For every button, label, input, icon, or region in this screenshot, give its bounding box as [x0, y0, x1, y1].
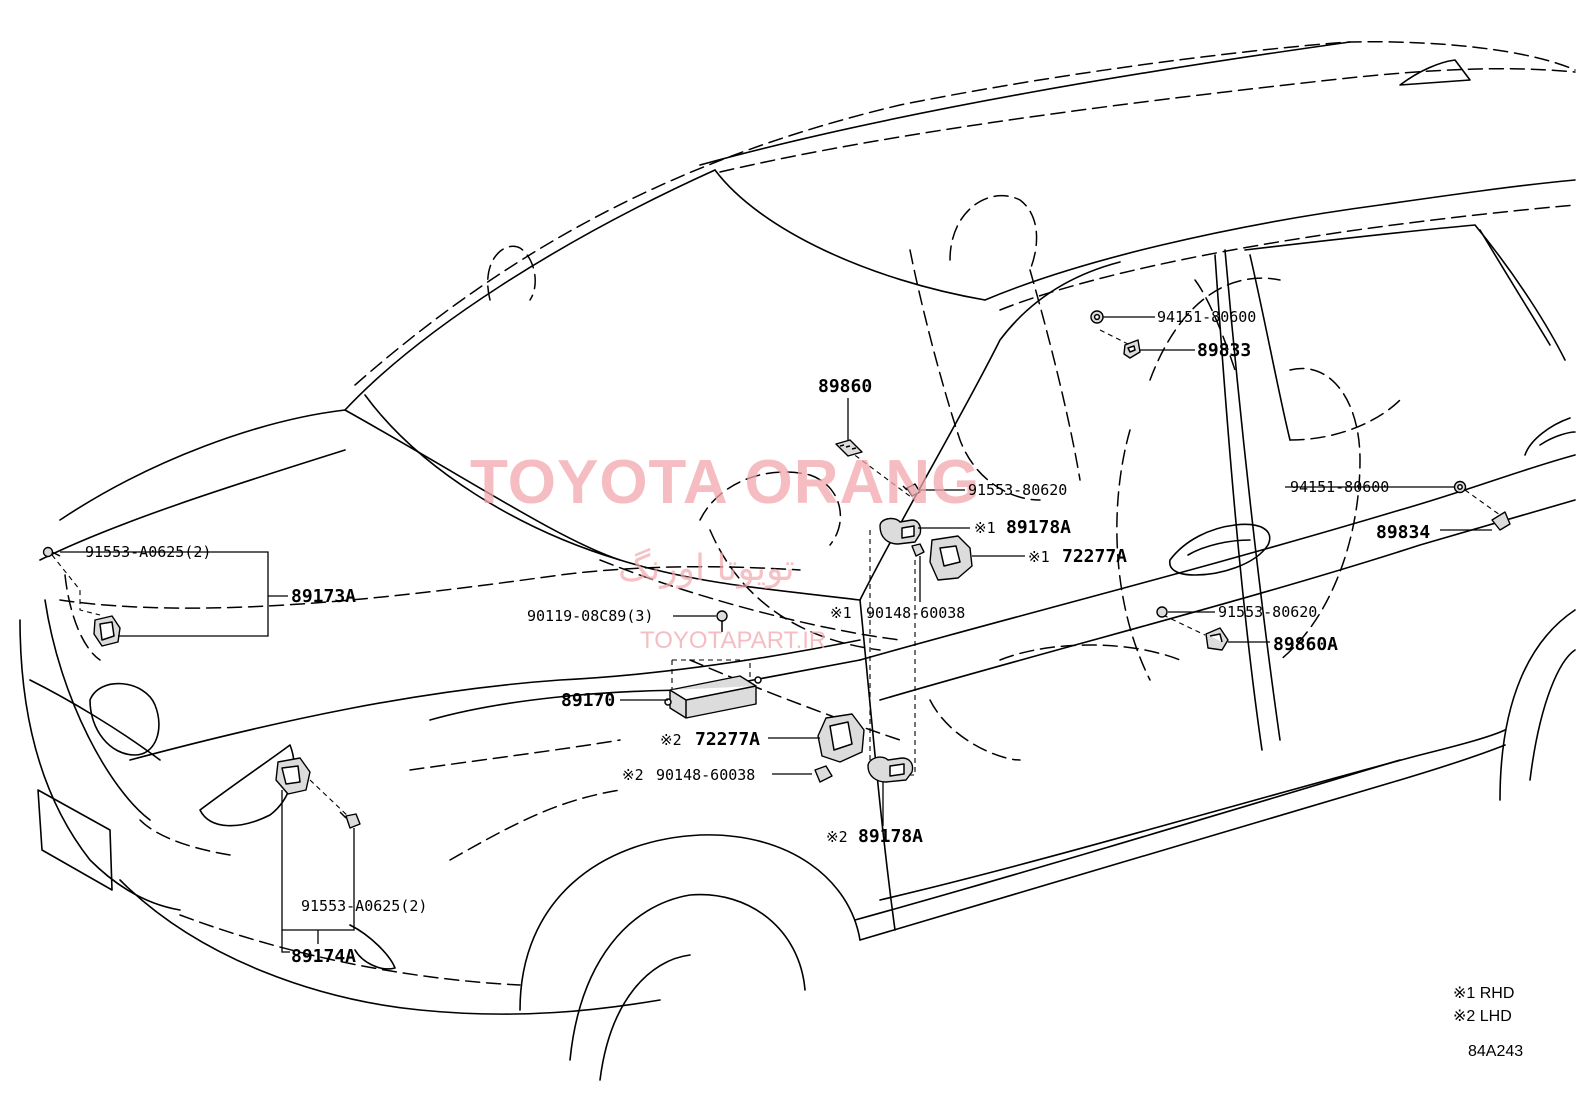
watermark-persian: تویوتا اورنگ	[618, 547, 795, 589]
label-89178a-lhd: 89178A	[858, 826, 923, 847]
bracket-icon	[817, 713, 865, 763]
marker-lhd: ※2	[622, 766, 644, 784]
leader-lines	[60, 316, 1492, 953]
bolt-icon	[902, 483, 921, 497]
marker-rhd: ※1	[974, 519, 996, 537]
label-72277a-lhd: 72277A	[695, 729, 760, 750]
sensor-icon	[1205, 627, 1229, 651]
label-89178a-rhd: 89178A	[1006, 517, 1071, 538]
label-91553-80620-low: 91553-80620	[1218, 603, 1317, 621]
label-91553-80620-top: 91553-80620	[968, 481, 1067, 499]
watermark-site: TOYOTAPART.IR	[640, 627, 826, 654]
marker-rhd: ※1	[1028, 548, 1050, 566]
nut-icon	[1453, 480, 1467, 494]
label-72277a-rhd: 72277A	[1062, 546, 1127, 567]
sensor-icon	[93, 615, 121, 647]
bolt-icon	[911, 543, 925, 557]
label-89834: 89834	[1376, 522, 1430, 543]
label-90148-lhd: 90148-60038	[656, 766, 755, 784]
label-89173a: 89173A	[291, 586, 356, 607]
sensor-icon	[879, 517, 922, 545]
label-94151-right: 94151-80600	[1290, 478, 1389, 496]
sensor-icon	[835, 439, 863, 457]
sensor-icon	[867, 756, 914, 783]
car-outline	[19, 41, 1576, 1081]
ecu-icon	[664, 675, 762, 719]
label-89174a: 89174A	[291, 946, 356, 967]
sensor-icon	[275, 757, 311, 795]
part-icons	[42, 310, 1511, 829]
bracket-icon	[929, 535, 973, 581]
label-89170: 89170	[561, 690, 615, 711]
label-90119: 90119-08C89(3)	[527, 607, 653, 625]
legend: ※1 RHD ※2 LHD 84A243	[1453, 985, 1523, 1060]
label-89833: 89833	[1197, 340, 1251, 361]
marker-lhd: ※2	[660, 731, 682, 749]
label-90148-rhd: 90148-60038	[866, 604, 965, 622]
part-labels: 94151-80600 89833 89860 91553-80620 ※1 8…	[85, 308, 1430, 967]
watermark-brand: TOYOTA ORANG	[470, 448, 980, 517]
bolt-icon	[716, 610, 728, 632]
bolt-icon	[339, 811, 361, 829]
marker-rhd: ※1	[830, 604, 852, 622]
marker-lhd: ※2	[826, 828, 848, 846]
diagram-code: 84A243	[1468, 1043, 1523, 1060]
bolt-icon	[814, 765, 833, 783]
label-89860: 89860	[818, 376, 872, 397]
nut-icon	[1090, 310, 1104, 324]
legend-lhd: ※2 LHD	[1453, 1008, 1512, 1025]
label-91553-a0625-low: 91553-A0625(2)	[301, 897, 427, 915]
label-94151-top: 94151-80600	[1157, 308, 1256, 326]
sensor-icon	[1491, 511, 1511, 531]
label-91553-a0625-top: 91553-A0625(2)	[85, 543, 211, 561]
bolt-icon	[1156, 606, 1168, 618]
bolt-icon	[42, 546, 61, 558]
legend-rhd: ※1 RHD	[1453, 985, 1514, 1002]
label-89860a: 89860A	[1273, 634, 1338, 655]
sensor-icon	[1123, 339, 1141, 359]
watermark: TOYOTA ORANG تویوتا اورنگ TOYOTAPART.IR	[470, 448, 980, 654]
